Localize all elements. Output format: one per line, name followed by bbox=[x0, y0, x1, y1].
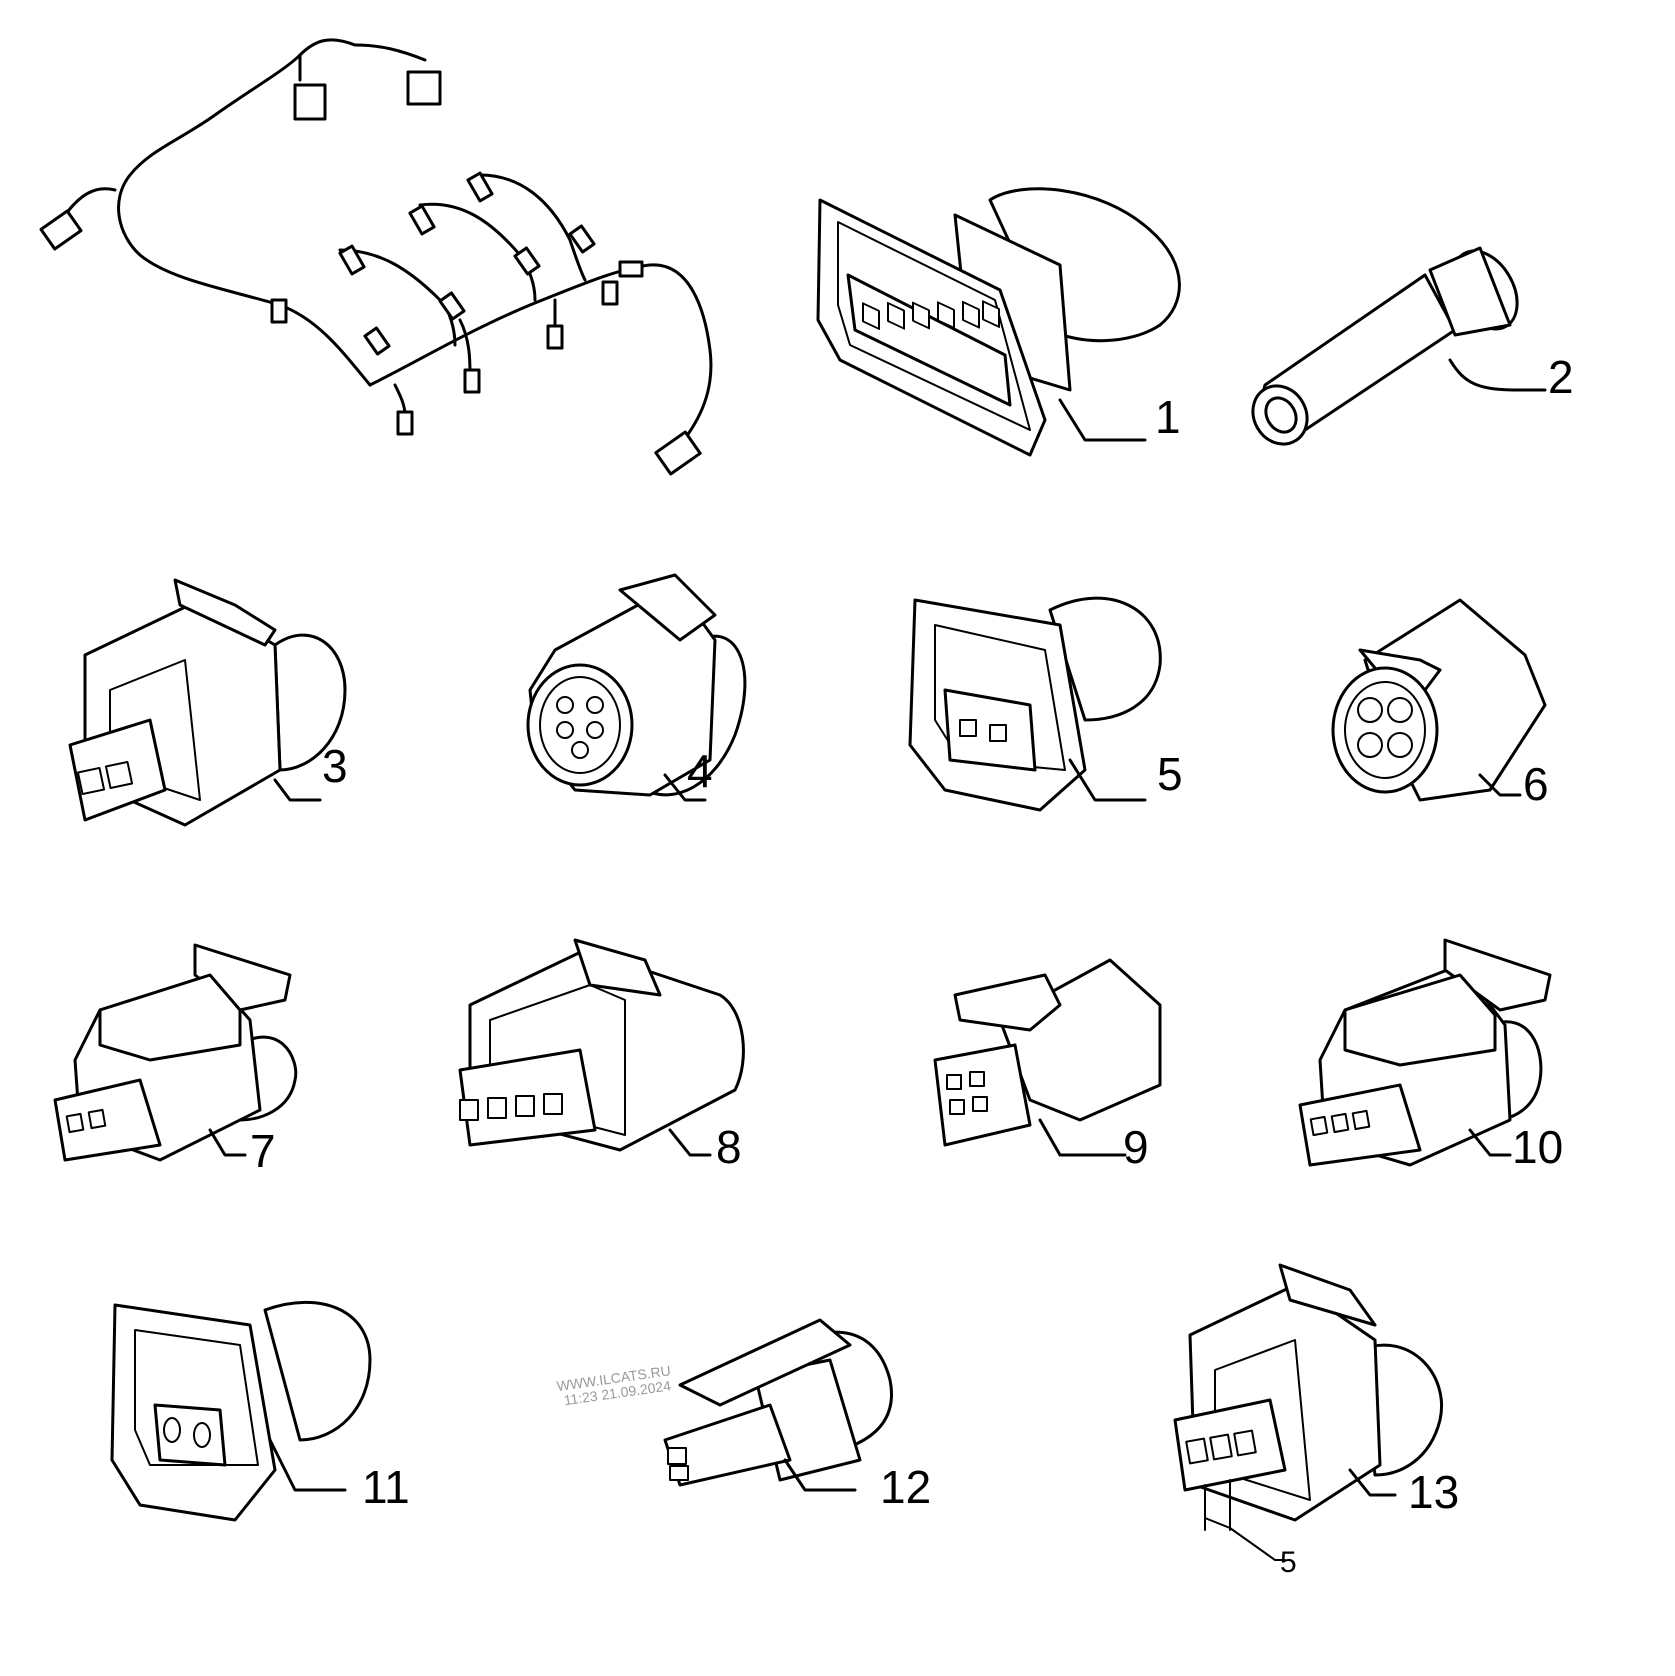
dimension-marker bbox=[1204, 1479, 1286, 1561]
connector-part-4 bbox=[526, 573, 747, 802]
callout-4: 4 bbox=[687, 745, 713, 797]
connector-part-13 bbox=[1173, 1263, 1443, 1522]
callout-3: 3 bbox=[322, 740, 348, 792]
connector-part-6 bbox=[1331, 598, 1547, 802]
callout-1: 1 bbox=[1155, 391, 1181, 443]
connector-part-5 bbox=[908, 596, 1162, 812]
connector-part-10 bbox=[1298, 938, 1552, 1167]
callout-7: 7 bbox=[250, 1125, 276, 1177]
watermark: WWW.ILCATS.RU 11:23 21.09.2024 bbox=[556, 1362, 672, 1408]
connector-part-7 bbox=[53, 943, 298, 1162]
wiring-harness-drawing bbox=[39, 38, 713, 476]
callout-12: 12 bbox=[880, 1461, 931, 1513]
callout-10: 10 bbox=[1512, 1121, 1563, 1173]
callout-2: 2 bbox=[1548, 351, 1574, 403]
callout-5: 5 bbox=[1157, 748, 1183, 800]
connector-part-1 bbox=[816, 187, 1181, 457]
connector-part-3 bbox=[68, 578, 347, 827]
connector-part-11 bbox=[110, 1300, 372, 1522]
callout-11: 11 bbox=[362, 1461, 410, 1513]
callout-13: 13 bbox=[1408, 1466, 1459, 1518]
sleeve-part-2 bbox=[1251, 246, 1547, 446]
callout-9: 9 bbox=[1123, 1121, 1149, 1173]
callout-8: 8 bbox=[716, 1121, 742, 1173]
connector-part-8 bbox=[458, 938, 745, 1157]
connector-part-12 bbox=[663, 1318, 893, 1492]
dimension-label: 5 bbox=[1280, 1546, 1297, 1579]
callout-6: 6 bbox=[1523, 758, 1549, 810]
connector-part-9 bbox=[933, 958, 1162, 1157]
